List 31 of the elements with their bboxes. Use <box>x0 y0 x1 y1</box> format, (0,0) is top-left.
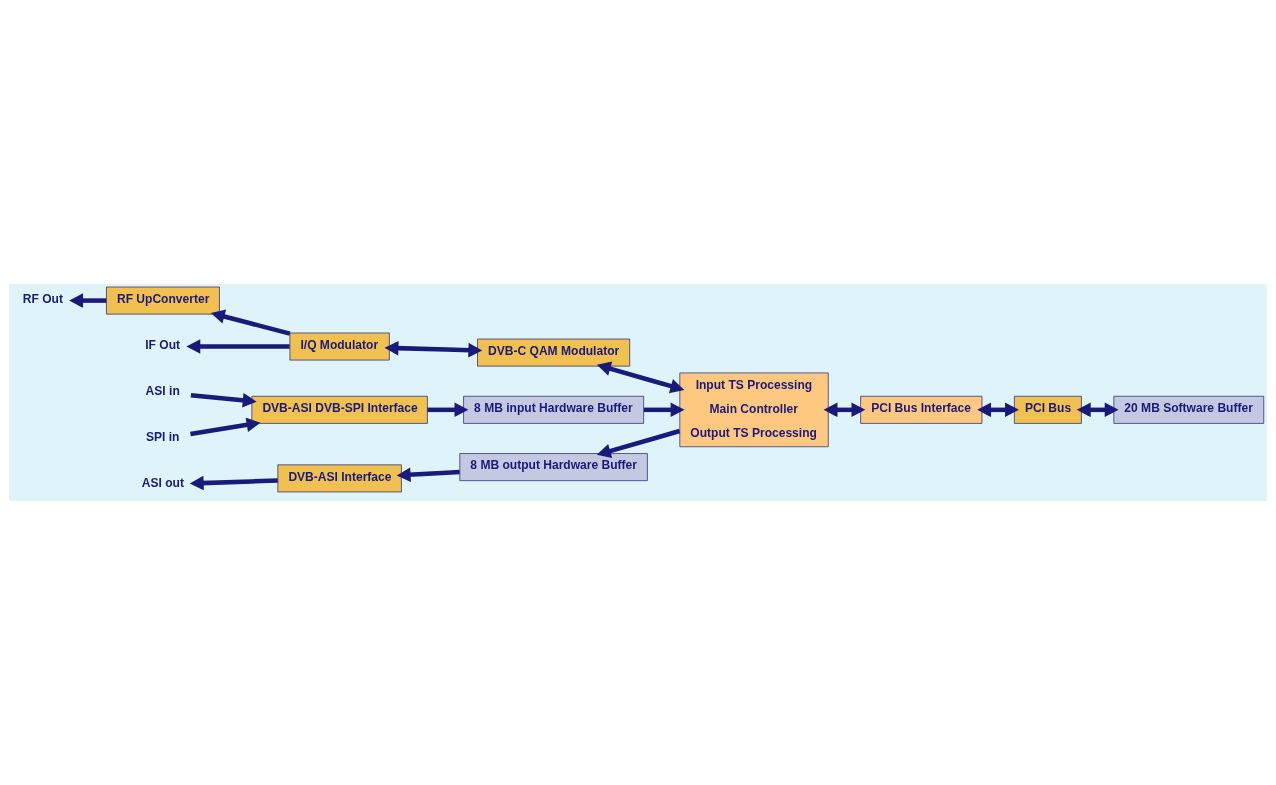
node-box: DVB-C QAM Modulator <box>477 338 631 367</box>
arrow <box>823 402 866 418</box>
arrow <box>1076 402 1119 418</box>
arrow <box>190 392 257 408</box>
node-box: DVB-ASI DVB-SPI Interface <box>251 395 428 424</box>
arrow <box>69 293 107 308</box>
node-box: RF UpConverter <box>106 286 220 315</box>
node-box: PCI Bus Interface <box>860 395 983 424</box>
node-box: DVB-ASI Interface <box>277 464 402 493</box>
node-box: PCI Bus <box>1014 395 1082 424</box>
arrow <box>210 309 291 336</box>
node-box: I/Q Modulator <box>289 332 390 361</box>
arrow <box>596 428 681 459</box>
arrow <box>977 402 1019 418</box>
node-text: ASI in <box>145 383 180 398</box>
node-text: RF Out <box>22 291 63 306</box>
node-box: 20 MB Software Buffer <box>1113 395 1265 424</box>
arrow <box>396 467 460 482</box>
arrow <box>189 475 278 491</box>
arrow <box>190 417 261 437</box>
arrow <box>427 402 469 418</box>
arrow <box>596 361 685 394</box>
node-text: IF Out <box>145 337 181 352</box>
node-box: 8 MB input Hardware Buffer <box>463 395 645 424</box>
node-box: Input TS Processing Main Controller Output TS Processing <box>679 372 829 448</box>
node-text: ASI out <box>141 475 185 490</box>
arrow <box>384 340 483 358</box>
node-text: SPI in <box>145 429 180 444</box>
arrow <box>186 339 290 354</box>
arrow <box>643 402 685 418</box>
node-box: 8 MB output Hardware Buffer <box>459 453 648 482</box>
